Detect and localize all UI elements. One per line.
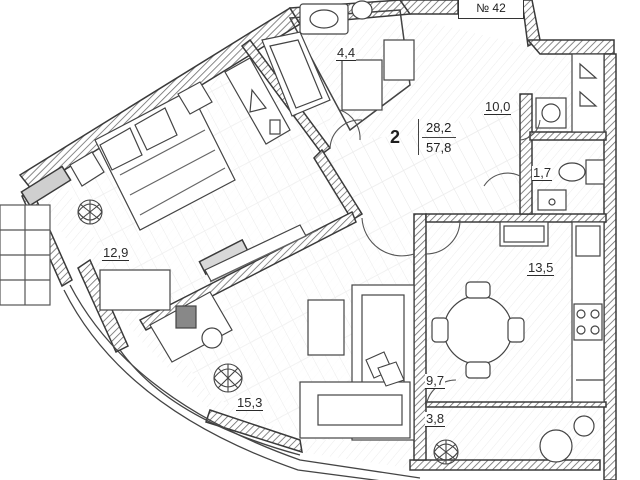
sofa: [299, 284, 415, 441]
room-area-living-room: 15,3: [236, 395, 264, 411]
summary-divider: [418, 119, 419, 155]
bedside-tables: [69, 81, 213, 187]
room-area-kitchen: 13,5: [527, 260, 555, 276]
sofa-pillows: [365, 351, 405, 387]
washing-machine: [535, 97, 567, 129]
living-area-value: 28,2: [426, 120, 452, 135]
bed: [94, 89, 236, 231]
bathroom-cabinets: [341, 39, 415, 111]
wc-toilet: [558, 159, 605, 185]
kitchen-counter: [571, 221, 605, 403]
room-area-loggia: 9,7: [425, 373, 446, 389]
room-area-wc: 1,7: [532, 165, 553, 181]
dresser: [224, 57, 291, 145]
washbasin: [299, 3, 349, 35]
total-area-value: 57,8: [426, 140, 452, 155]
bedroom-window: [0, 204, 51, 306]
door-swings: [329, 109, 541, 409]
tv-unit: [204, 224, 319, 283]
living-plant: [213, 363, 243, 393]
fridge: [499, 221, 549, 247]
balcony-plant: [433, 439, 459, 465]
coffee-table: [307, 299, 345, 356]
room-area-hallway: 10,0: [484, 99, 512, 115]
apartment-number-badge: № 42: [458, 0, 524, 19]
apartment-summary: 2 28,2 57,8: [384, 116, 456, 158]
curved-facade: [63, 284, 421, 480]
bathtub: [261, 31, 331, 117]
toilet-bathroom: [351, 0, 373, 20]
balcony-table: [539, 415, 595, 463]
desk: [99, 269, 233, 363]
room-area-balcony: 3,8: [425, 411, 446, 427]
room-count: 2: [390, 127, 401, 147]
room-area-bedroom: 12,9: [102, 245, 130, 261]
summary-fraction-line: [422, 137, 456, 138]
bedroom-plant: [77, 199, 103, 225]
room-area-bathroom: 4,4: [336, 45, 357, 61]
wc-sink: [537, 189, 567, 211]
dining-table: [431, 281, 525, 379]
wardrobe: [571, 53, 605, 133]
